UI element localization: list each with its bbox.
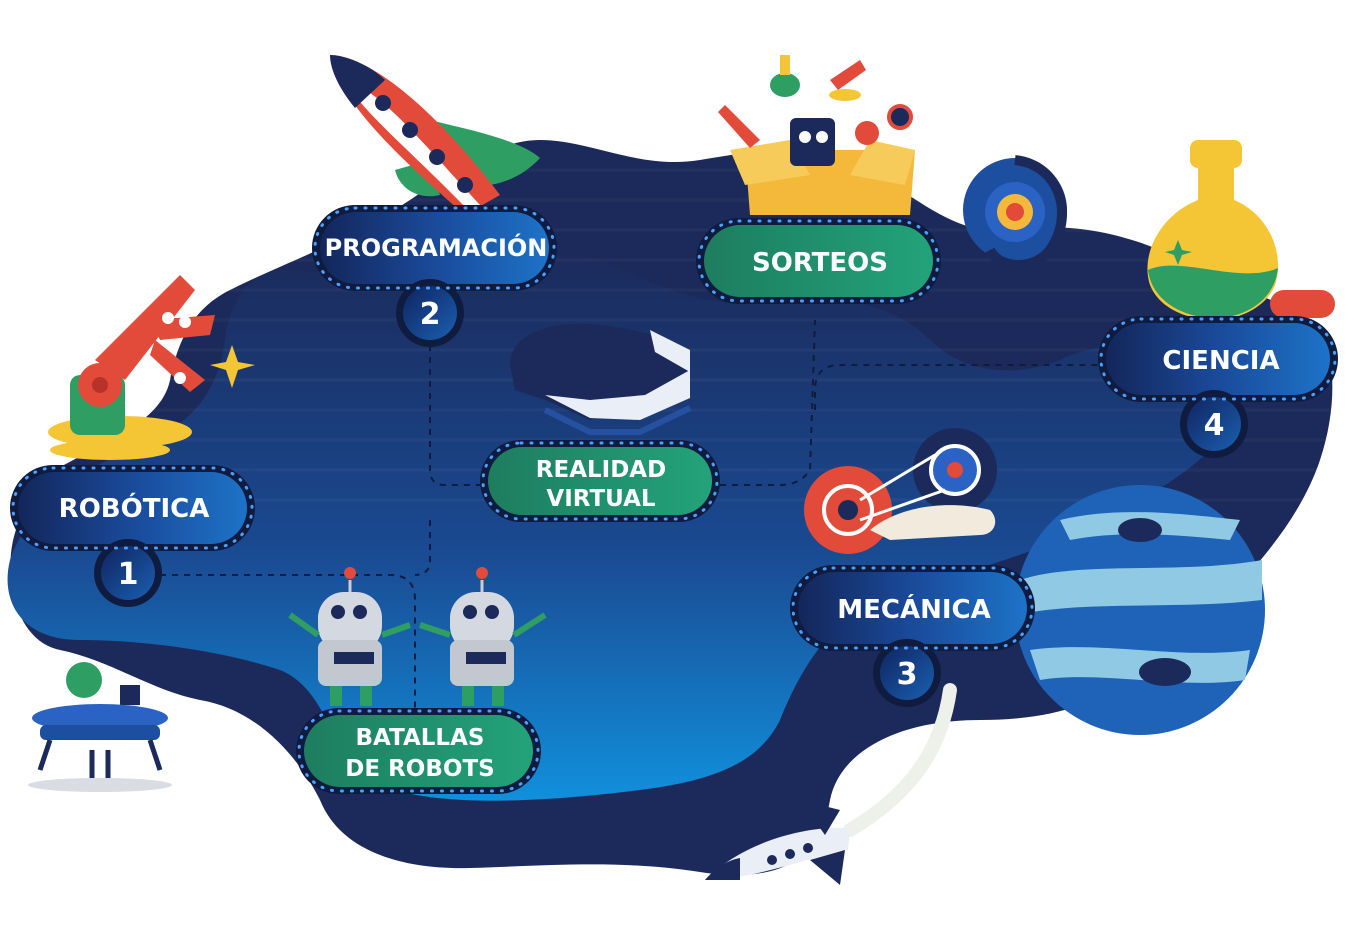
station-batallas-de-robots[interactable]: BATALLAS DE ROBOTS bbox=[296, 708, 541, 794]
station-mecanica-number: 3 bbox=[897, 657, 918, 692]
route-lines bbox=[160, 319, 1105, 710]
station-robotica-label: ROBÓTICA bbox=[59, 492, 210, 524]
station-ciencia-number: 4 bbox=[1204, 408, 1225, 443]
station-sorteos-label: SORTEOS bbox=[752, 248, 888, 278]
station-ciencia-label: CIENCIA bbox=[1162, 346, 1279, 376]
planet-icon bbox=[1015, 485, 1265, 735]
station-realidad-virtual[interactable]: REALIDAD VIRTUAL bbox=[480, 440, 720, 522]
flask-icon bbox=[1147, 140, 1335, 320]
robot-arm-icon bbox=[48, 275, 255, 460]
station-robotica-number: 1 bbox=[118, 557, 139, 592]
gift-box-icon bbox=[718, 55, 915, 215]
station-realidad-virtual-label-line2: VIRTUAL bbox=[546, 486, 655, 512]
station-programacion-number: 2 bbox=[420, 297, 441, 332]
pill-dot-borders bbox=[11, 206, 1337, 793]
galaxy-icon bbox=[963, 155, 1068, 270]
station-mecanica[interactable]: MECÁNICA 3 bbox=[790, 565, 1035, 707]
station-batallas-label-line1: BATALLAS bbox=[356, 725, 485, 751]
robot-icon bbox=[288, 567, 547, 706]
rocket-icon bbox=[330, 55, 540, 215]
station-ciencia[interactable]: CIENCIA 4 bbox=[1098, 316, 1338, 458]
rover-icon bbox=[28, 662, 172, 792]
station-programacion[interactable]: PROGRAMACIÓN 2 bbox=[312, 205, 557, 347]
vr-headset-icon bbox=[510, 323, 692, 435]
station-sorteos[interactable]: SORTEOS bbox=[696, 218, 941, 304]
station-programacion-label: PROGRAMACIÓN bbox=[325, 232, 548, 262]
station-mecanica-label: MECÁNICA bbox=[837, 593, 990, 625]
station-batallas-label-line2: DE ROBOTS bbox=[345, 756, 494, 782]
gears-icon bbox=[804, 428, 997, 554]
space-shuttle-icon bbox=[705, 683, 957, 885]
station-realidad-virtual-label-line1: REALIDAD bbox=[536, 457, 666, 483]
station-robotica[interactable]: ROBÓTICA 1 bbox=[10, 465, 255, 607]
